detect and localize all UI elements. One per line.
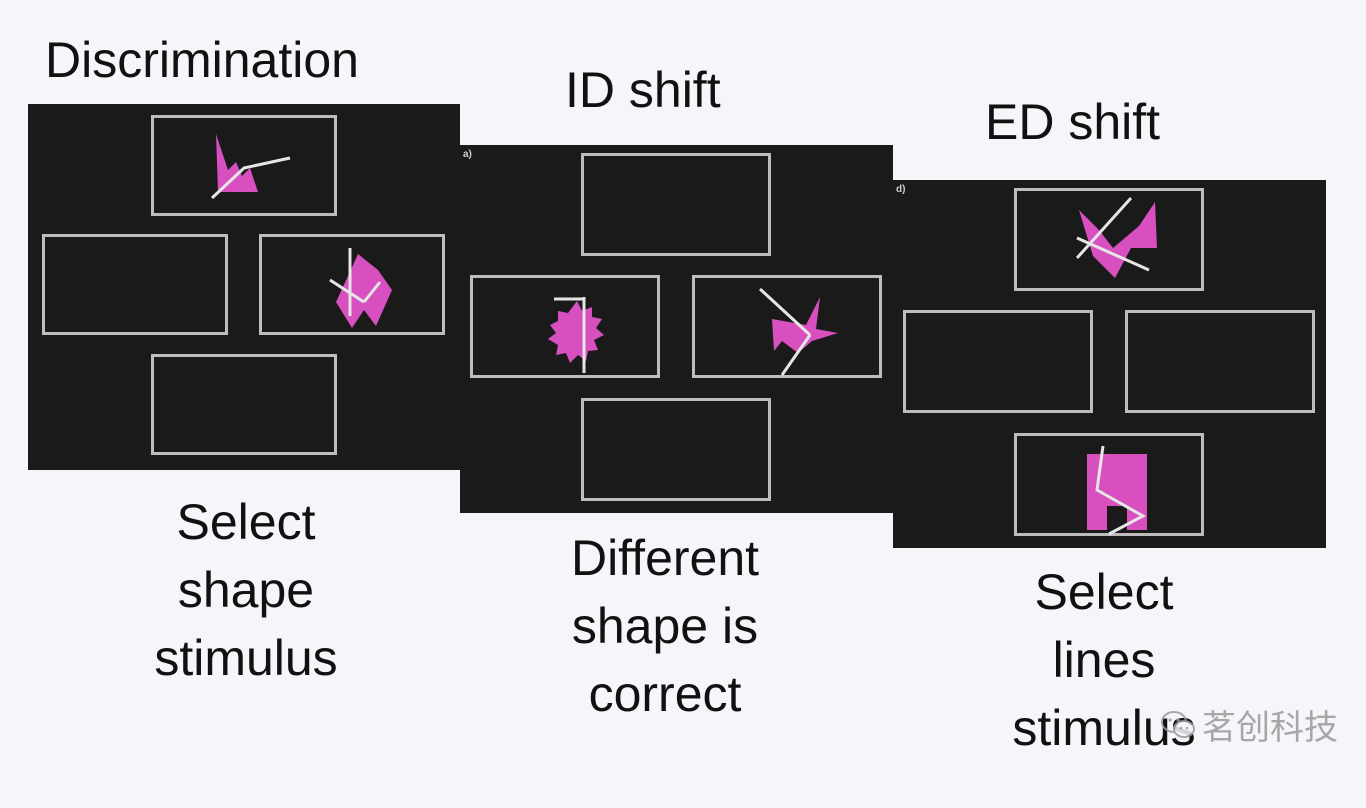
box-bottom <box>581 398 771 501</box>
wechat-icon <box>1161 710 1195 738</box>
stimulus-panel-id-shift: a) <box>460 145 893 513</box>
panel-caption-id-shift: Different shape is correct <box>570 530 760 722</box>
panel-title-ed-shift: ED shift <box>985 94 1161 150</box>
panel-letter: d) <box>896 184 906 195</box>
panel-title-discrimination: Discrimination <box>45 32 359 88</box>
box-right <box>1125 310 1315 413</box>
shape-stimulus-top <box>210 134 291 200</box>
watermark: 茗创科技 <box>1160 700 1338 749</box>
shape-stimulus-right <box>758 287 838 376</box>
panel-title-id-shift: ID shift <box>565 62 721 118</box>
box-top <box>151 115 337 216</box>
shape-stimulus-left <box>548 297 604 373</box>
watermark-text: 茗创科技 <box>1202 708 1338 748</box>
box-left <box>470 275 660 378</box>
box-right <box>259 234 445 335</box>
box-top <box>581 153 771 256</box>
panel-letter: a) <box>463 149 472 160</box>
box-top <box>1014 188 1204 291</box>
line-stimulus-bottom <box>1087 445 1147 536</box>
box-bottom <box>1014 433 1204 536</box>
box-left <box>903 310 1093 413</box>
box-left <box>42 234 228 335</box>
line-stimulus-top <box>1075 196 1157 278</box>
stimulus-panel-discrimination <box>28 104 460 470</box>
box-right <box>692 275 882 378</box>
shape-stimulus-right <box>329 248 392 328</box>
box-bottom <box>151 354 337 455</box>
panel-caption-ed-shift: Select lines stimulus <box>1012 564 1196 756</box>
panel-caption-discrimination: Select shape stimulus <box>154 494 338 686</box>
stimulus-panel-ed-shift: d) <box>893 180 1326 548</box>
